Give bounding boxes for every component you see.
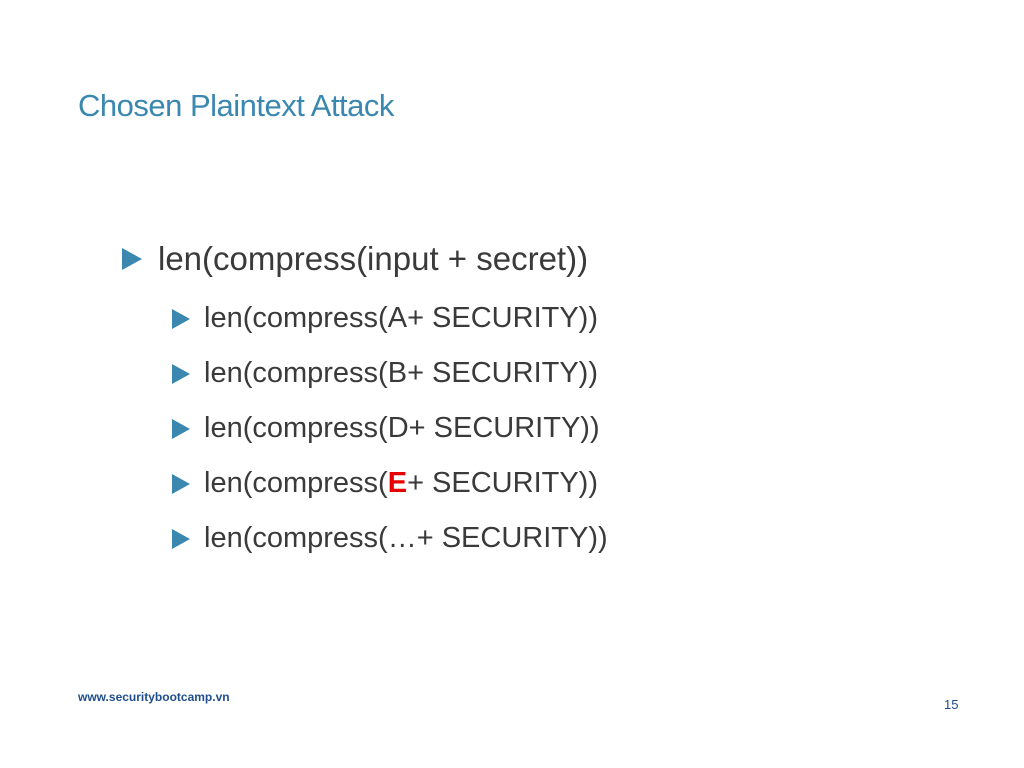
sub-bullet-prefix: len(compress( [204,412,388,444]
main-bullet: len(compress(input + secret)) [122,240,588,278]
sub-bullet-prefix: len(compress( [204,357,388,389]
triangle-bullet-icon [172,473,190,494]
triangle-bullet-icon [172,363,190,384]
sub-bullet-char: … [387,522,417,554]
sub-bullet-b: len(compress(B + SECURITY)) [172,357,598,390]
page-number: 15 [944,697,959,712]
sub-bullet-char-highlighted: E [387,467,408,499]
sub-bullet-suffix: + SECURITY)) [407,302,598,334]
triangle-bullet-icon [172,418,190,439]
main-bullet-text: len(compress(input + secret)) [158,240,589,277]
sub-bullet-suffix: + SECURITY)) [407,357,598,389]
sub-bullet-suffix: + SECURITY)) [416,522,608,554]
sub-bullet-e: len(compress(E + SECURITY)) [172,467,598,500]
sub-bullet-ellipsis: len(compress(… + SECURITY)) [172,522,608,555]
sub-bullet-prefix: len(compress( [204,302,388,334]
sub-bullet-prefix: len(compress( [204,522,388,554]
slide-title: Chosen Plaintext Attack [78,88,394,123]
sub-bullet-suffix: + SECURITY)) [407,467,598,499]
triangle-bullet-icon [172,528,190,549]
triangle-bullet-icon [172,308,190,329]
sub-bullet-d: len(compress(D + SECURITY)) [172,412,600,445]
sub-bullet-char: D [387,412,409,444]
sub-bullet-char: B [387,357,408,389]
triangle-bullet-icon [122,248,142,270]
sub-bullet-suffix: + SECURITY)) [408,412,600,444]
sub-bullet-char: A [387,302,408,334]
sub-bullet-prefix: len(compress( [204,467,388,499]
sub-bullet-a: len(compress(A + SECURITY)) [172,302,598,335]
footer-url: www.securitybootcamp.vn [78,690,230,704]
